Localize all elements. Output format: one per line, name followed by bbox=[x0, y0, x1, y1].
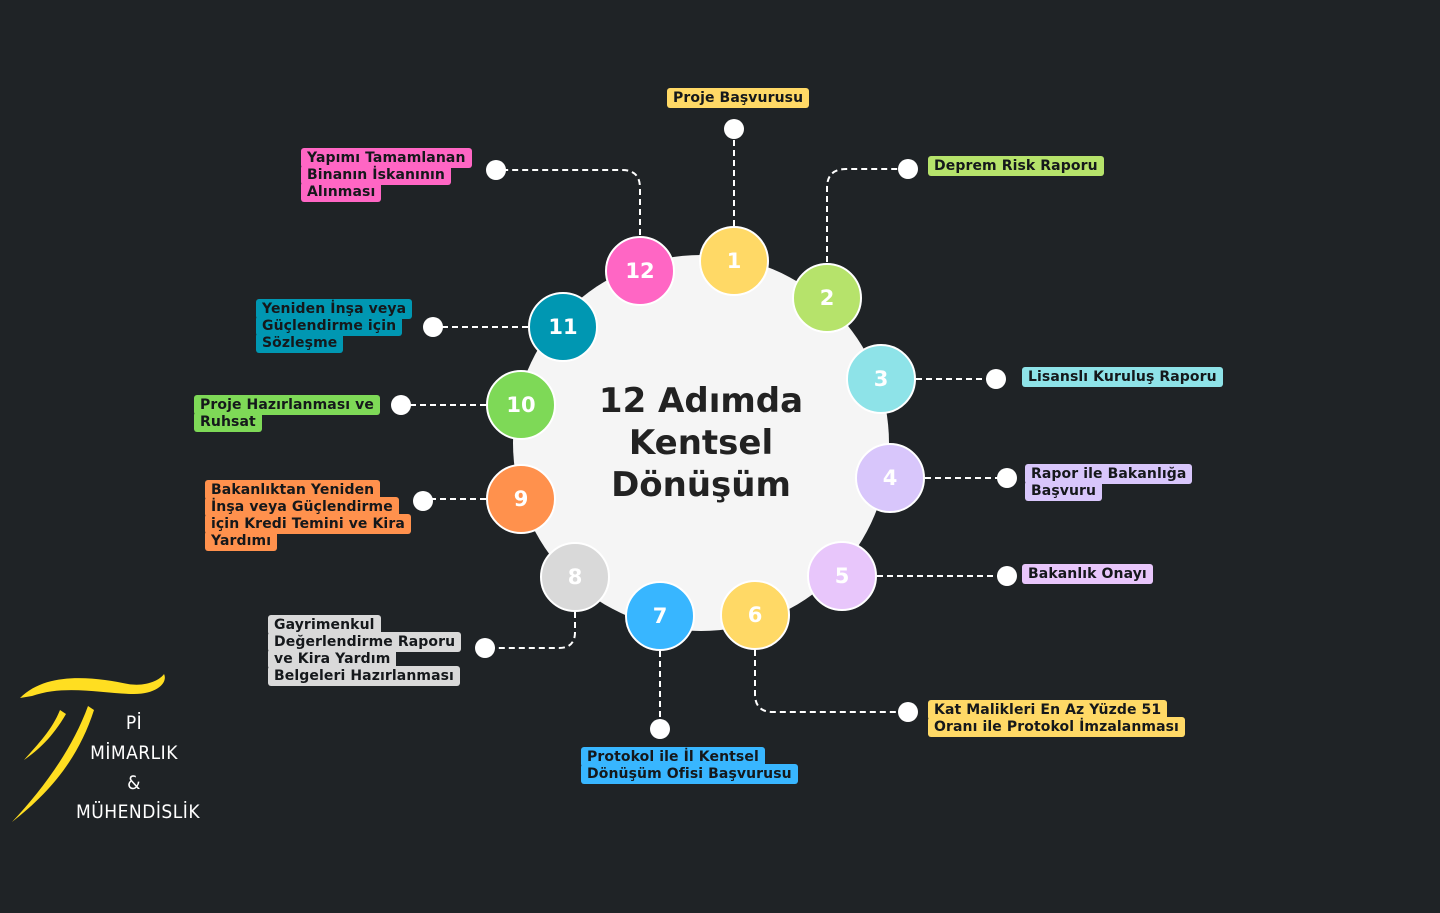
step-label-10: Proje Hazırlanması ve Ruhsat bbox=[194, 395, 384, 432]
step-label-5: Bakanlık Onayı bbox=[1022, 564, 1172, 584]
endpoint-6 bbox=[898, 702, 918, 722]
pi-logo-stroke-left bbox=[24, 710, 66, 760]
company-logo: Pİ MİMARLIK & MÜHENDİSLİK bbox=[8, 670, 201, 830]
step-circle-9: 9 bbox=[486, 464, 556, 534]
step-circle-6: 6 bbox=[720, 580, 790, 650]
step-label-12-text: Yapımı Tamamlanan Binanın İskanının Alın… bbox=[301, 148, 472, 202]
endpoint-10 bbox=[391, 395, 411, 415]
step-label-1-text: Proje Başvurusu bbox=[667, 88, 810, 108]
step-label-7: Protokol ile İl Kentsel Dönüşüm Ofisi Ba… bbox=[581, 747, 811, 784]
step-circle-1: 1 bbox=[699, 226, 769, 296]
step-label-8: Gayrimenkul Değerlendirme Raporu ve Kira… bbox=[268, 615, 466, 686]
step-label-5-text: Bakanlık Onayı bbox=[1022, 564, 1153, 584]
title-line-2: Kentsel bbox=[628, 423, 774, 463]
endpoint-1 bbox=[724, 119, 744, 139]
step-circle-12: 12 bbox=[605, 236, 675, 306]
center-disc bbox=[513, 255, 889, 631]
connector-2 bbox=[826, 168, 908, 262]
step-label-3: Lisanslı Kuruluş Raporu bbox=[1022, 367, 1242, 387]
step-circle-11: 11 bbox=[528, 292, 598, 362]
endpoint-8 bbox=[475, 638, 495, 658]
title-line-1: 12 Adımda bbox=[598, 381, 804, 421]
title-line-3: Dönüşüm bbox=[611, 465, 791, 505]
step-circle-2: 2 bbox=[792, 263, 862, 333]
endpoint-4 bbox=[997, 468, 1017, 488]
endpoint-7 bbox=[650, 719, 670, 739]
step-label-7-text: Protokol ile İl Kentsel Dönüşüm Ofisi Ba… bbox=[581, 747, 798, 784]
step-label-4: Rapor ile Bakanlığa Başvuru bbox=[1025, 464, 1205, 501]
logo-line-2: MİMARLIK bbox=[90, 742, 178, 764]
step-circle-5: 5 bbox=[807, 541, 877, 611]
step-label-9: Bakanlıktan Yeniden İnşa veya Güçlendirm… bbox=[205, 480, 411, 551]
logo-line-3: & bbox=[127, 772, 141, 794]
step-label-11-text: Yeniden İnşa veya Güçlendirme için Sözle… bbox=[256, 299, 413, 353]
logo-line-4: MÜHENDİSLİK bbox=[76, 801, 201, 823]
step-circle-7: 7 bbox=[625, 581, 695, 651]
step-label-1: Proje Başvurusu bbox=[667, 88, 837, 108]
connector-6 bbox=[754, 650, 908, 713]
endpoint-12 bbox=[486, 160, 506, 180]
step-label-9-text: Bakanlıktan Yeniden İnşa veya Güçlendirm… bbox=[205, 480, 411, 551]
pi-logo-icon bbox=[12, 674, 165, 822]
step-label-8-text: Gayrimenkul Değerlendirme Raporu ve Kira… bbox=[268, 615, 462, 686]
step-label-2: Deprem Risk Raporu bbox=[928, 156, 1128, 176]
step-circle-3: 3 bbox=[846, 344, 916, 414]
endpoint-11 bbox=[423, 317, 443, 337]
step-label-3-text: Lisanslı Kuruluş Raporu bbox=[1022, 367, 1223, 387]
pi-logo-stroke-top bbox=[20, 674, 165, 698]
step-label-6: Kat Malikleri En Az Yüzde 51 Oranı ile P… bbox=[928, 700, 1198, 737]
diagram-title: 12 Adımda Kentsel Dönüşüm bbox=[560, 380, 842, 506]
logo-line-1: Pİ bbox=[125, 712, 143, 734]
pi-logo-stroke-right bbox=[12, 706, 94, 822]
step-label-2-text: Deprem Risk Raporu bbox=[928, 156, 1104, 176]
step-label-12: Yapımı Tamamlanan Binanın İskanının Alın… bbox=[301, 148, 481, 202]
step-label-10-text: Proje Hazırlanması ve Ruhsat bbox=[194, 395, 380, 432]
connector-lines bbox=[401, 130, 1007, 729]
connector-8 bbox=[485, 612, 576, 649]
step-circle-8: 8 bbox=[540, 542, 610, 612]
endpoint-5 bbox=[997, 566, 1017, 586]
connector-12 bbox=[496, 169, 641, 235]
step-label-6-text: Kat Malikleri En Az Yüzde 51 Oranı ile P… bbox=[928, 700, 1185, 737]
step-label-4-text: Rapor ile Bakanlığa Başvuru bbox=[1025, 464, 1193, 501]
step-label-11: Yeniden İnşa veya Güçlendirme için Sözle… bbox=[256, 299, 416, 353]
endpoint-3 bbox=[986, 369, 1006, 389]
step-circle-4: 4 bbox=[855, 443, 925, 513]
endpoint-9 bbox=[413, 491, 433, 511]
connector-endpoints bbox=[391, 119, 1017, 739]
step-circle-10: 10 bbox=[486, 370, 556, 440]
endpoint-2 bbox=[898, 159, 918, 179]
